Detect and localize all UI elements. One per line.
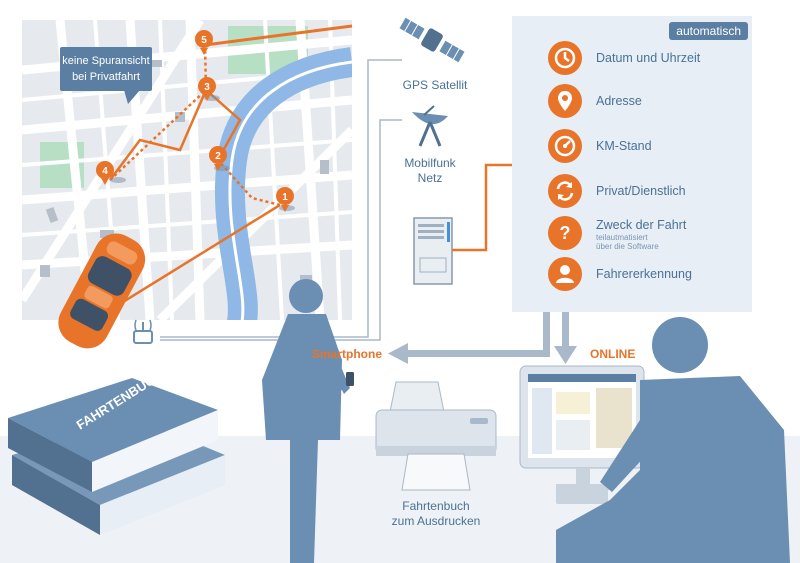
transmitter-icon <box>133 319 153 344</box>
feature-address: Adresse <box>512 84 752 118</box>
no-track-callout: keine Spuransicht bei Privatfahrt <box>60 47 152 91</box>
feature-driver-recognition: Fahrererkennung <box>512 257 752 291</box>
smartphone-label: Smartphone <box>312 347 383 361</box>
feature-odometer: KM-Stand <box>512 129 752 163</box>
question-icon: ? <box>548 216 582 250</box>
speedometer-icon <box>548 129 582 163</box>
satellite-icon <box>399 17 465 63</box>
feature-date-time: Datum und Uhrzeit <box>512 41 752 75</box>
marker-label-4: 4 <box>102 166 108 177</box>
marker-label-5: 5 <box>201 35 207 46</box>
map-marker-3 <box>198 77 220 101</box>
person-icon <box>548 257 582 291</box>
feature-label: Datum und Uhrzeit <box>596 51 701 65</box>
data-links <box>160 59 402 341</box>
feature-private-business: Privat/Dienstlich <box>512 174 752 208</box>
route-lines <box>109 24 353 312</box>
feature-label: KM-Stand <box>596 139 652 153</box>
standing-person <box>262 279 350 563</box>
map-marker-1 <box>276 187 295 212</box>
printer-icon <box>375 381 497 491</box>
svg-text:?: ? <box>560 223 571 243</box>
marker-label-1: 1 <box>282 192 288 203</box>
automatic-badge: automatisch <box>669 22 748 40</box>
computer-monitor-icon <box>519 365 645 504</box>
smartphone-icon <box>346 372 354 386</box>
feature-trip-purpose: ? Zweck der Fahrt teilautmatisiert über … <box>512 216 752 251</box>
feature-label: Zweck der Fahrt <box>596 218 687 232</box>
swap-arrows-icon <box>548 174 582 208</box>
location-pin-icon <box>548 84 582 118</box>
car-icon <box>58 233 146 349</box>
map-marker-4 <box>96 161 126 185</box>
server-icon <box>413 217 453 285</box>
logbook-icon: FAHRTENBUCH <box>8 367 225 535</box>
printer-label: Fahrtenbuch zum Ausdrucken <box>391 499 481 528</box>
output-arrows <box>388 312 577 364</box>
mobile-antenna-icon <box>412 105 448 147</box>
automatic-features-panel: automatisch Datum und Uhrzeit Adresse KM… <box>512 16 752 312</box>
marker-label-3: 3 <box>204 82 210 93</box>
feature-label: Privat/Dienstlich <box>596 184 686 198</box>
online-label: ONLINE <box>590 347 636 361</box>
feature-label: Fahrererkennung <box>596 267 692 281</box>
map-marker-5 <box>195 30 213 55</box>
mobile-network-label: Mobilfunk Netz <box>404 156 456 185</box>
feature-label: Adresse <box>596 94 642 108</box>
clock-icon <box>548 41 582 75</box>
callout-text: keine Spuransicht bei Privatfahrt <box>62 55 150 83</box>
seated-person <box>556 317 790 563</box>
callout-pointer <box>124 90 140 104</box>
marker-label-2: 2 <box>215 151 221 162</box>
map-marker-2 <box>209 146 230 171</box>
gps-label: GPS Satellit <box>402 78 468 92</box>
feature-sublabel: teilautmatisiert über die Software <box>596 233 659 251</box>
